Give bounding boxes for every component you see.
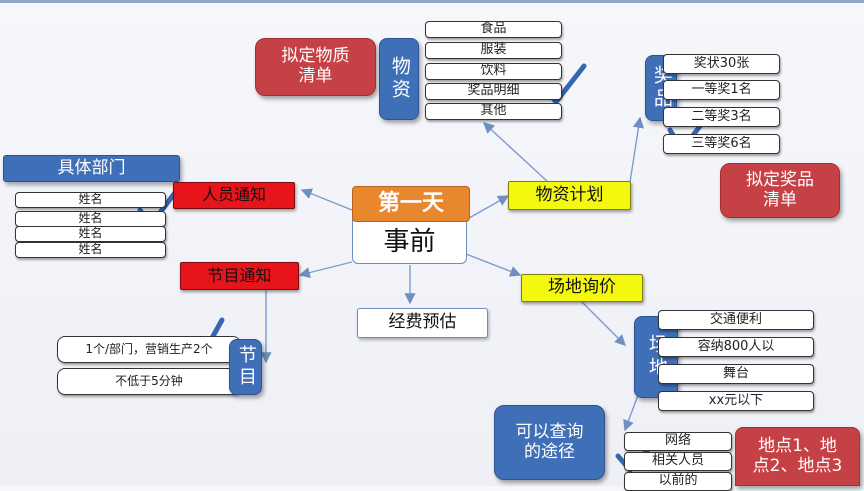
venue-requirement: 舞台 [658, 364, 814, 384]
materials-item: 其他 [425, 103, 562, 120]
prize-item: 三等奖6名 [663, 134, 780, 154]
locations-note: 地点1、地 点2、地点3 [735, 427, 860, 486]
connector-center-venue [465, 253, 522, 277]
venue-requirement: 容纳800人以 [658, 337, 814, 357]
program-rule: 不低于5分钟 [57, 368, 241, 395]
center-title: 事前 [383, 227, 436, 258]
venue-inquiry-node: 场地询价 [521, 274, 643, 302]
connector-supplies-prizes [629, 116, 645, 183]
connector-center-staff [300, 188, 353, 211]
name-item: 姓名 [15, 242, 166, 258]
materials-note: 拟定物质 清单 [255, 38, 376, 96]
day-label: 第一天 [352, 186, 470, 222]
prize-item: 奖状30张 [663, 54, 780, 74]
venue-requirement: xx元以下 [658, 391, 814, 411]
budget-node: 经费预估 [357, 308, 488, 338]
prizes-note: 拟定奖品 清单 [720, 163, 840, 218]
name-item: 姓名 [15, 226, 166, 242]
program-label: 节目 [229, 339, 262, 395]
staff-notice-node: 人员通知 [173, 182, 295, 209]
query-channels-label: 可以查询 的途径 [494, 405, 605, 480]
connector-center-program [298, 261, 353, 279]
prize-item: 一等奖1名 [663, 80, 780, 100]
supplies-plan-node: 物资计划 [508, 181, 631, 210]
materials-item: 饮料 [425, 63, 562, 80]
name-item: 姓名 [15, 192, 166, 208]
connector-supplies-materials [482, 122, 549, 183]
program-rule: 1个/部门，营销生产2个 [57, 336, 241, 363]
channel-item: 网络 [624, 432, 732, 451]
name-item: 姓名 [15, 211, 166, 227]
materials-item: 食品 [425, 21, 562, 38]
top-border [0, 0, 864, 3]
materials-item: 服装 [425, 42, 562, 59]
channel-item: 相关人员 [624, 452, 732, 471]
connector-venue-site [579, 299, 626, 346]
materials-item: 奖品明细 [425, 83, 562, 100]
department-header: 具体部门 [3, 155, 180, 182]
materials-label: 物资 [379, 38, 419, 120]
channel-item: 以前的 [624, 472, 732, 491]
prize-item: 二等奖3名 [663, 107, 780, 127]
program-notice-node: 节目通知 [180, 262, 299, 290]
venue-requirement: 交通便利 [658, 310, 814, 330]
